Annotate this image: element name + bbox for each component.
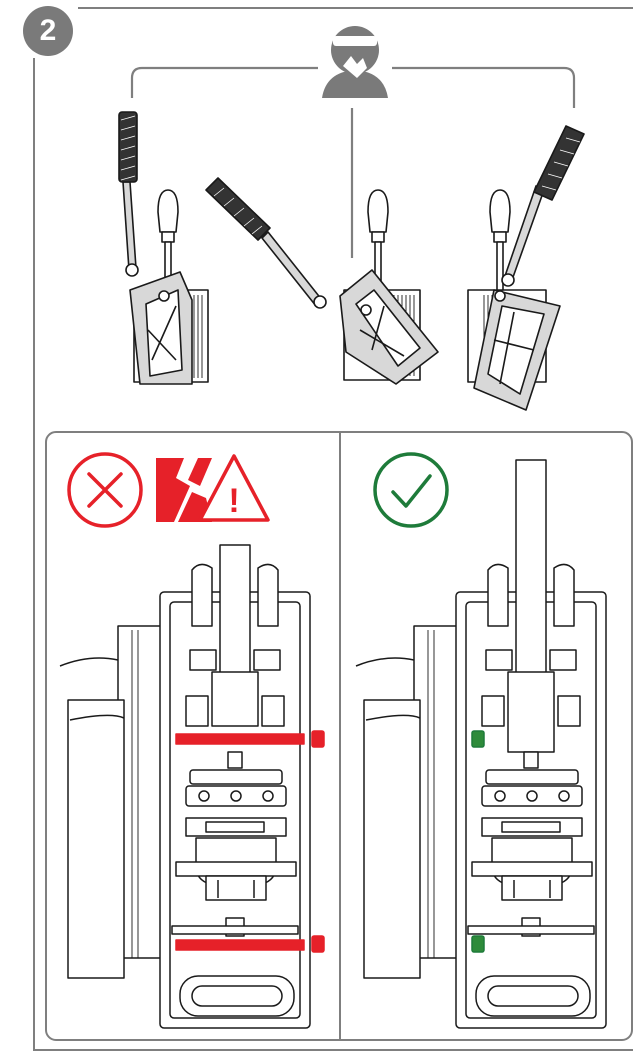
assembly-incorrect: [59, 544, 325, 1029]
assembly-correct: [355, 459, 607, 1029]
x-circle-icon: [67, 452, 143, 528]
step-frame: [33, 7, 633, 1051]
lever-position-forward: [205, 177, 439, 385]
position-bracket: [130, 66, 576, 258]
warning-triangle-icon: !: [198, 454, 270, 522]
user-hand-icon: [322, 26, 388, 98]
lever-position-back: [467, 125, 585, 411]
lever-position-upright: [118, 111, 209, 385]
warning-mark: !: [228, 482, 239, 520]
check-circle-icon: [373, 452, 449, 528]
step-number-badge: 2: [23, 6, 73, 56]
